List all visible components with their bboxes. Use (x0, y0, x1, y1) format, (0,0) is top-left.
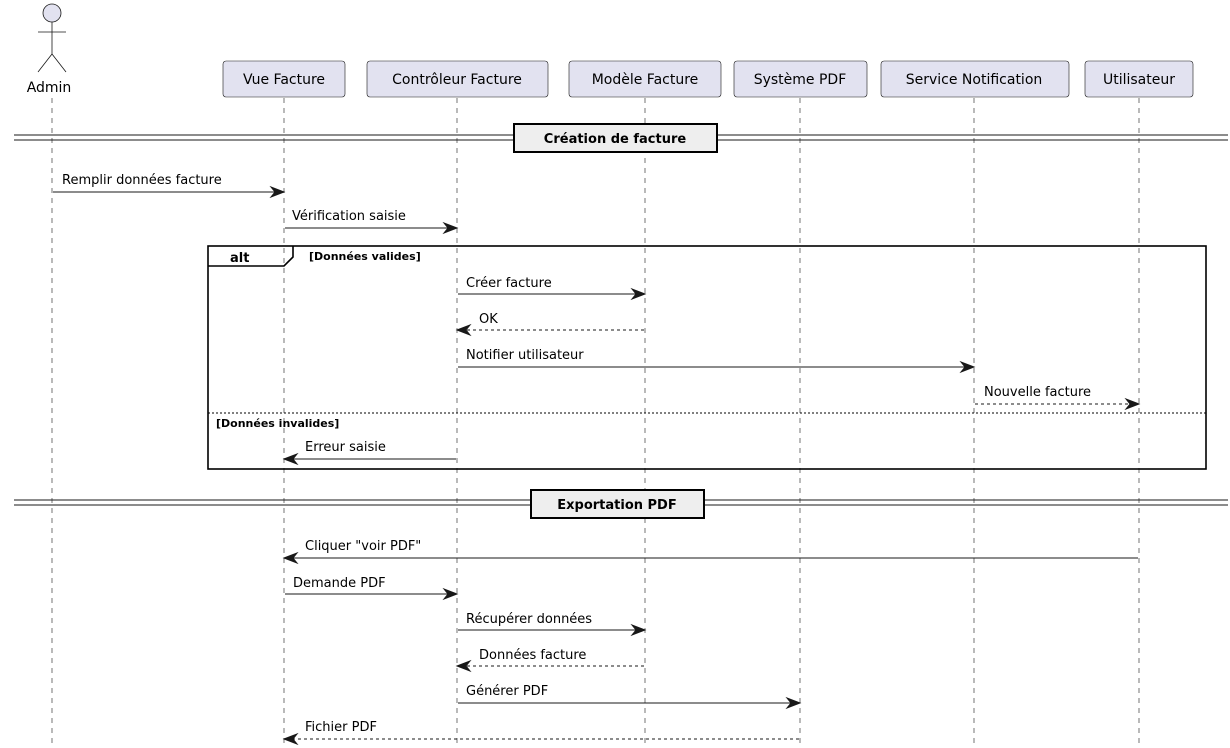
participant-service-notification: Service Notification (880, 60, 1070, 98)
message: Créer facture (458, 276, 647, 301)
participant-label: Contrôleur Facture (392, 72, 522, 88)
arrowhead (442, 587, 459, 601)
message-label: Cliquer "voir PDF" (305, 539, 421, 554)
arrowhead (282, 732, 299, 746)
message: Demande PDF (285, 576, 459, 601)
message: Récupérer données (458, 612, 647, 637)
arrowhead (630, 623, 647, 637)
arrowhead (785, 696, 802, 710)
participants: Vue Facture Contrôleur Facture Modèle Fa… (222, 60, 1194, 98)
message: Données facture (455, 648, 644, 673)
participant-utilisateur: Utilisateur (1084, 60, 1194, 98)
arrowhead (455, 659, 472, 673)
divider-exportation-pdf: Exportation PDF (14, 489, 1228, 519)
participant-label: Modèle Facture (592, 72, 699, 88)
message: Nouvelle facture (975, 385, 1141, 411)
arrowhead (455, 323, 472, 337)
message-label: Données facture (479, 648, 586, 663)
message-label: Remplir données facture (62, 173, 222, 188)
alt-fragment: alt [Données valides] [Données invalides… (207, 245, 1207, 470)
arrowhead (269, 185, 286, 199)
message: Fichier PDF (282, 720, 799, 746)
message: Erreur saisie (282, 440, 456, 466)
participant-modele-facture: Modèle Facture (568, 60, 722, 98)
message-label: Notifier utilisateur (466, 348, 584, 363)
messages: Remplir données facture Vérification sai… (53, 173, 1141, 746)
else-guard: [Données invalides] (216, 417, 339, 430)
arrowhead (282, 452, 299, 466)
arrowhead (282, 551, 299, 565)
message: Générer PDF (458, 684, 802, 710)
alt-keyword: alt (230, 251, 249, 266)
actor-admin: Admin (27, 3, 72, 96)
message-label: Générer PDF (466, 684, 548, 699)
divider-label: Création de facture (544, 132, 687, 147)
message-label: Nouvelle facture (984, 385, 1091, 400)
message-label: OK (479, 312, 498, 327)
participant-label: Système PDF (754, 72, 847, 88)
arrowhead (959, 360, 976, 374)
message-label: Récupérer données (466, 612, 592, 627)
arrowhead (1124, 397, 1141, 411)
message: Vérification saisie (285, 209, 459, 235)
message: Notifier utilisateur (458, 348, 976, 374)
message: Remplir données facture (53, 173, 286, 199)
stick-figure-icon (37, 3, 67, 73)
message: Cliquer "voir PDF" (282, 539, 1138, 565)
arrowhead (442, 221, 459, 235)
participant-vue-facture: Vue Facture (222, 60, 346, 98)
arrowhead (630, 287, 647, 301)
message-label: Demande PDF (293, 576, 386, 591)
participant-label: Service Notification (906, 72, 1043, 88)
alt-guard: [Données valides] (309, 250, 421, 263)
divider-creation-facture: Création de facture (14, 123, 1228, 153)
lifelines (51, 98, 1140, 748)
participant-systeme-pdf: Système PDF (733, 60, 868, 98)
message-label: Vérification saisie (292, 209, 406, 224)
message: OK (455, 312, 644, 337)
participant-label: Utilisateur (1103, 72, 1175, 88)
participant-label: Vue Facture (243, 72, 325, 88)
participant-controleur-facture: Contrôleur Facture (366, 60, 549, 98)
divider-label: Exportation PDF (557, 498, 676, 513)
message-label: Erreur saisie (305, 440, 386, 455)
message-label: Fichier PDF (305, 720, 377, 735)
message-label: Créer facture (466, 276, 552, 291)
actor-label: Admin (27, 80, 72, 96)
